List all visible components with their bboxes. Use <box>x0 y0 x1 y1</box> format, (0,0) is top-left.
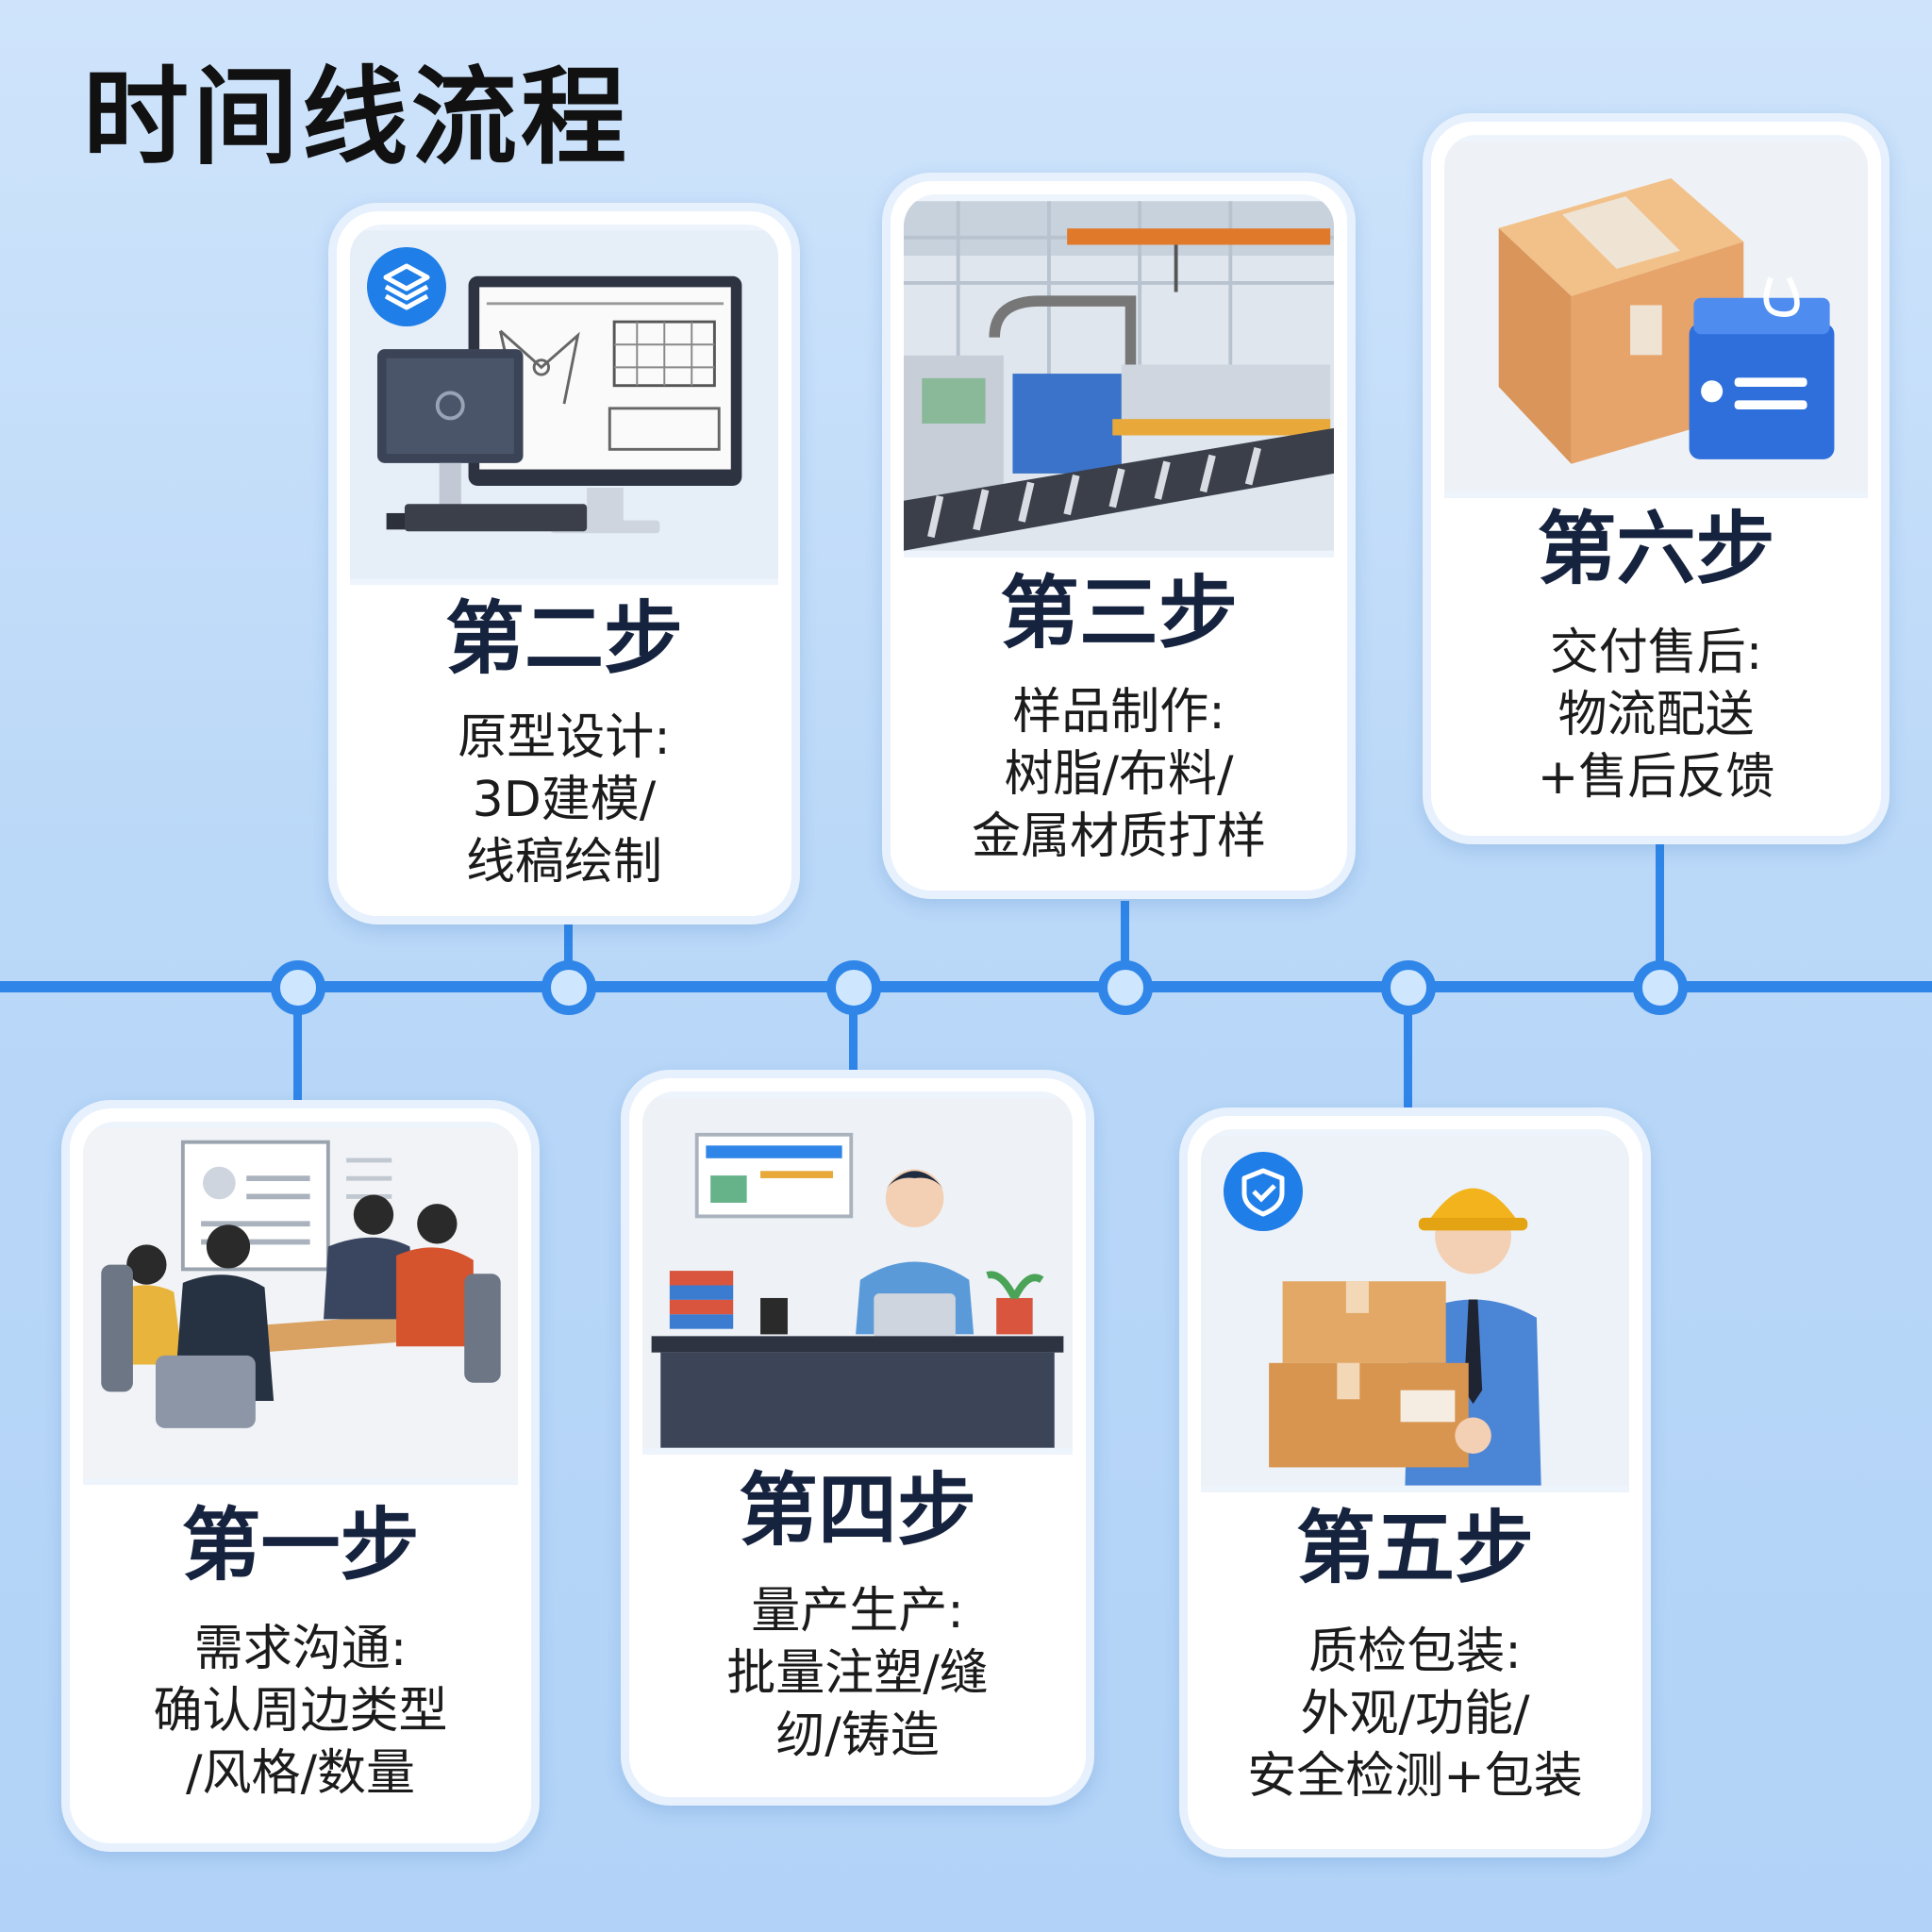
step-card-6: 第六步 交付售后:物流配送+售后反馈 <box>1423 113 1890 844</box>
step-card-1: 第一步 需求沟通:确认周边类型/风格/数量 <box>61 1100 540 1852</box>
step-card-3: 第三步 样品制作:树脂/布料/金属材质打样 <box>882 173 1356 899</box>
timeline-connector <box>293 1006 302 1100</box>
meeting-illustration <box>83 1122 518 1485</box>
computer-illustration <box>350 225 778 585</box>
timeline-axis <box>0 981 1932 992</box>
step-title: 第四步 <box>738 1464 976 1557</box>
step-description: 原型设计:3D建模/线稿绘制 <box>458 709 671 891</box>
inspector-illustration <box>1201 1129 1629 1492</box>
timeline-node <box>1633 960 1688 1015</box>
timeline-connector <box>1656 840 1664 986</box>
step-description: 量产生产:批量注塑/缝纫/铸造 <box>726 1583 989 1764</box>
step-title: 第六步 <box>1537 503 1775 595</box>
layers-icon <box>367 247 446 326</box>
timeline-node <box>826 960 881 1015</box>
step-description: 样品制作:树脂/布料/金属材质打样 <box>971 684 1266 865</box>
page-title: 时间线流程 <box>83 57 630 179</box>
shield-check-icon <box>1224 1152 1303 1231</box>
timeline-connector <box>849 1006 858 1077</box>
timeline-node <box>271 960 325 1015</box>
timeline-connector <box>564 920 573 986</box>
package-illustration <box>1444 135 1868 498</box>
step-card-5: 第五步 质检包装:外观/功能/安全检测+包装 <box>1179 1108 1651 1857</box>
factory-illustration <box>904 194 1334 558</box>
step-title: 第五步 <box>1295 1502 1534 1594</box>
timeline-node <box>541 960 596 1015</box>
office-worker-illustration <box>642 1091 1073 1455</box>
step-description: 质检包装:外观/功能/安全检测+包装 <box>1247 1624 1583 1805</box>
timeline-connector <box>1121 901 1129 986</box>
step-description: 需求沟通:确认周边类型/风格/数量 <box>153 1621 448 1802</box>
timeline-connector <box>1404 1006 1412 1108</box>
step-title: 第二步 <box>444 592 683 685</box>
step-title: 第三步 <box>999 567 1238 659</box>
step-title: 第一步 <box>181 1499 420 1591</box>
timeline-node <box>1098 960 1153 1015</box>
timeline-node <box>1381 960 1436 1015</box>
step-card-2: 第二步 原型设计:3D建模/线稿绘制 <box>328 203 800 924</box>
step-description: 交付售后:物流配送+售后反馈 <box>1537 625 1775 806</box>
step-card-4: 第四步 量产生产:批量注塑/缝纫/铸造 <box>621 1070 1094 1806</box>
